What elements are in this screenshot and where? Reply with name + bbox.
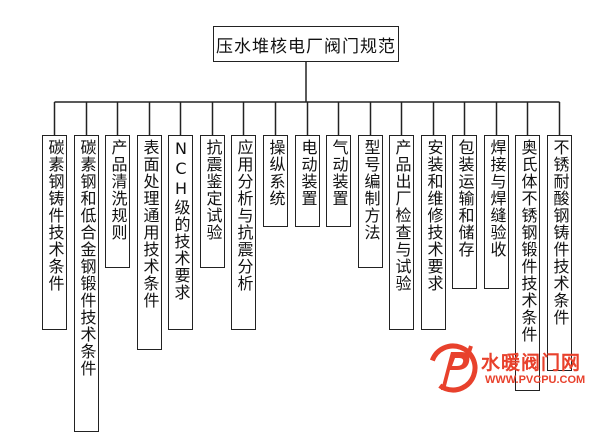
- child-label: 产品出厂检查与试验: [392, 139, 412, 292]
- child-node: 焊接与焊缝验收: [484, 135, 509, 289]
- child-label: 型号编制方法: [361, 139, 381, 241]
- child-node: 型号编制方法: [358, 135, 383, 268]
- child-label: 安装和维修技术要求: [424, 139, 444, 292]
- child-node: 碳素钢和低合金钢锻件技术条件: [74, 135, 99, 432]
- child-label: 应用分析与抗震分析: [234, 139, 254, 292]
- watermark-url: WWW.PVCPU.COM: [485, 374, 586, 386]
- child-label: 奥氏体不锈钢锻件技术条件: [518, 139, 538, 343]
- watermark-logo: 水暖阀门网 WWW.PVCPU.COM: [425, 330, 600, 405]
- child-node: 电动装置: [295, 135, 320, 227]
- child-label: 包装运输和储存: [455, 139, 475, 258]
- child-node: 操纵系统: [263, 135, 288, 227]
- child-node: NCH级的技术要求: [168, 135, 193, 330]
- child-label: 产品清洗规则: [108, 139, 128, 241]
- child-label: 碳素钢和低合金钢锻件技术条件: [77, 139, 97, 377]
- child-label: 操纵系统: [266, 139, 286, 207]
- pv-logo-icon: [428, 343, 478, 393]
- child-label: 不锈耐酸钢铸件技术条件: [550, 139, 570, 326]
- child-label: 抗震鉴定试验: [203, 139, 223, 241]
- child-node: 奥氏体不锈钢锻件技术条件: [515, 135, 540, 391]
- child-node: 产品清洗规则: [105, 135, 130, 268]
- child-node: 不锈耐酸钢铸件技术条件: [547, 135, 572, 371]
- connector-lines: [53, 62, 561, 135]
- root-node: 压水堆核电厂阀门规范: [213, 26, 399, 62]
- child-node: 产品出厂检查与试验: [389, 135, 414, 330]
- child-label: 电动装置: [298, 139, 318, 207]
- child-label: 碳素钢铸件技术条件: [45, 139, 65, 292]
- child-node: 表面处理通用技术条件: [137, 135, 162, 350]
- root-label: 压水堆核电厂阀门规范: [216, 36, 396, 57]
- child-node: 碳素钢铸件技术条件: [42, 135, 67, 330]
- child-node: 气动装置: [326, 135, 351, 227]
- watermark-name: 水暖阀门网: [481, 352, 582, 374]
- child-label: 气动装置: [329, 139, 349, 207]
- child-label: 表面处理通用技术条件: [140, 139, 160, 309]
- child-label: 焊接与焊缝验收: [487, 139, 507, 258]
- child-node: 应用分析与抗震分析: [231, 135, 256, 330]
- child-node: 抗震鉴定试验: [200, 135, 225, 268]
- child-node: 安装和维修技术要求: [421, 135, 446, 330]
- child-node: 包装运输和储存: [452, 135, 477, 289]
- child-label: NCH级的技术要求: [171, 139, 191, 301]
